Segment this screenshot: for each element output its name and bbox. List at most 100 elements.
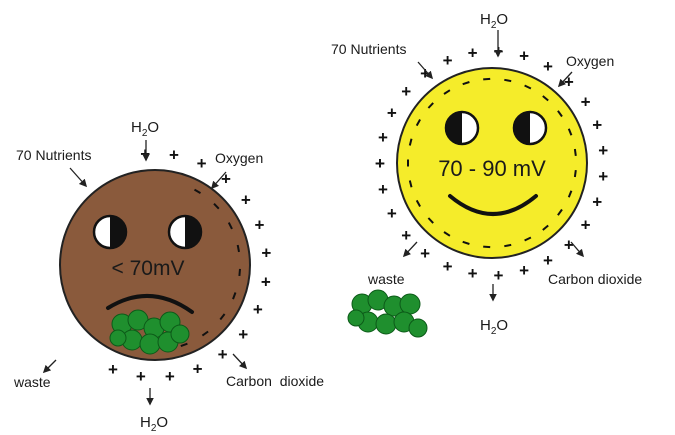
healthy-cell-voltage: 70 - 90 mV — [438, 156, 546, 181]
negative-charge — [542, 95, 549, 102]
positive-charge: + — [387, 204, 397, 223]
healthy-cell-inner-charges — [407, 77, 577, 249]
waste-particle — [375, 313, 397, 335]
positive-charge: + — [494, 266, 504, 285]
waste-particle — [139, 333, 161, 355]
positive-charge: + — [140, 144, 150, 163]
positive-charge: + — [238, 325, 248, 344]
positive-charge: + — [564, 235, 574, 254]
positive-charge: + — [581, 216, 591, 235]
negative-charge — [443, 231, 451, 237]
positive-charge: + — [221, 169, 231, 188]
negative-charge — [415, 119, 421, 127]
positive-charge: + — [468, 44, 478, 63]
positive-charge: + — [443, 257, 453, 276]
waste-particle — [399, 293, 421, 315]
negative-charge — [219, 313, 226, 321]
negative-charge — [462, 81, 470, 86]
positive-charge: + — [193, 360, 203, 379]
unhealthy-oxygen-label: Oxygen — [215, 150, 263, 166]
negative-charge — [427, 217, 434, 224]
positive-charge: + — [378, 128, 388, 147]
positive-charge: + — [378, 180, 388, 199]
positive-charge: + — [218, 345, 228, 364]
waste-particle — [408, 318, 428, 338]
healthy-cell-outer-charges: ++++++++++++++++++++++++++++ — [375, 42, 608, 285]
positive-charge: + — [543, 251, 553, 270]
negative-charge — [408, 180, 413, 188]
positive-charge: + — [375, 154, 385, 173]
positive-charge: + — [543, 57, 553, 76]
negative-charge — [201, 330, 209, 337]
positive-charge: + — [197, 154, 207, 173]
negative-charge — [483, 77, 491, 81]
healthy-water-in-label: H2O — [480, 11, 508, 31]
negative-charge — [557, 208, 563, 216]
unhealthy-waste-arrow — [42, 359, 57, 374]
negative-charge — [408, 138, 413, 146]
negative-charge — [483, 245, 491, 249]
negative-charge — [427, 102, 434, 109]
negative-charge — [236, 244, 240, 253]
positive-charge: + — [255, 216, 265, 235]
positive-charge: + — [261, 244, 271, 263]
negative-charge — [567, 190, 573, 198]
negative-charge — [524, 236, 532, 242]
positive-charge: + — [261, 273, 271, 292]
healthy-cell-right-eye — [512, 110, 548, 146]
positive-charge: + — [581, 92, 591, 111]
healthy-cell-left-eye — [444, 110, 480, 146]
healthy-co2-arrow — [570, 241, 585, 258]
negative-charge — [180, 342, 188, 348]
unhealthy-cell: < 70mV +++++++++++++++ 70 Nutrients H2O … — [13, 119, 324, 434]
unhealthy-co2-label: Carbon dioxide — [226, 373, 324, 389]
positive-charge: + — [241, 190, 251, 209]
unhealthy-water-in-label: H2O — [131, 119, 159, 139]
unhealthy-water-out-label: H2O — [140, 414, 168, 434]
unhealthy-co2-arrow — [232, 353, 248, 370]
negative-charge — [462, 240, 470, 245]
unhealthy-cell-waste-blob — [109, 309, 190, 355]
positive-charge: + — [387, 104, 397, 123]
negative-charge — [524, 84, 532, 90]
healthy-waste-label: waste — [367, 271, 405, 287]
positive-charge: + — [169, 146, 179, 165]
healthy-oxygen-label: Oxygen — [566, 53, 614, 69]
healthy-nutrients-label: 70 Nutrients — [331, 41, 406, 57]
positive-charge: + — [136, 367, 146, 386]
healthy-waste-arrow — [402, 241, 418, 258]
negative-charge — [557, 110, 563, 118]
unhealthy-nutrients-arrow — [69, 167, 88, 188]
negative-charge — [213, 203, 220, 210]
positive-charge: + — [519, 261, 529, 280]
positive-charge: + — [401, 226, 411, 245]
positive-charge: + — [598, 167, 608, 186]
healthy-water-out-label: H2O — [480, 317, 508, 337]
positive-charge: + — [401, 82, 411, 101]
positive-charge: + — [468, 264, 478, 283]
negative-charge — [504, 243, 512, 248]
unhealthy-waste-label: waste — [13, 374, 51, 390]
negative-charge — [415, 199, 421, 207]
unhealthy-nutrients-label: 70 Nutrients — [16, 147, 91, 163]
unhealthy-cell-voltage: < 70mV — [112, 257, 185, 280]
negative-charge — [238, 268, 241, 276]
healthy-oxygen-arrow — [557, 71, 573, 88]
positive-charge: + — [443, 51, 453, 70]
negative-charge — [573, 148, 577, 157]
negative-charge — [504, 78, 512, 83]
positive-charge: + — [375, 154, 385, 173]
positive-charge: + — [592, 192, 602, 211]
positive-charge: + — [108, 360, 118, 379]
unhealthy-cell-left-eye — [92, 214, 128, 250]
positive-charge: + — [598, 141, 608, 160]
positive-charge: + — [253, 300, 263, 319]
unhealthy-cell-right-eye — [167, 214, 203, 250]
healthy-cell: 70 - 90 mV ++++++++++++++++++++++++++++ … — [331, 11, 642, 338]
positive-charge: + — [165, 367, 175, 386]
waste-particle — [347, 309, 365, 327]
waste-particle — [109, 329, 127, 347]
positive-charge: + — [564, 73, 574, 92]
healthy-cell-waste-blob — [347, 289, 428, 338]
negative-charge — [227, 222, 233, 230]
